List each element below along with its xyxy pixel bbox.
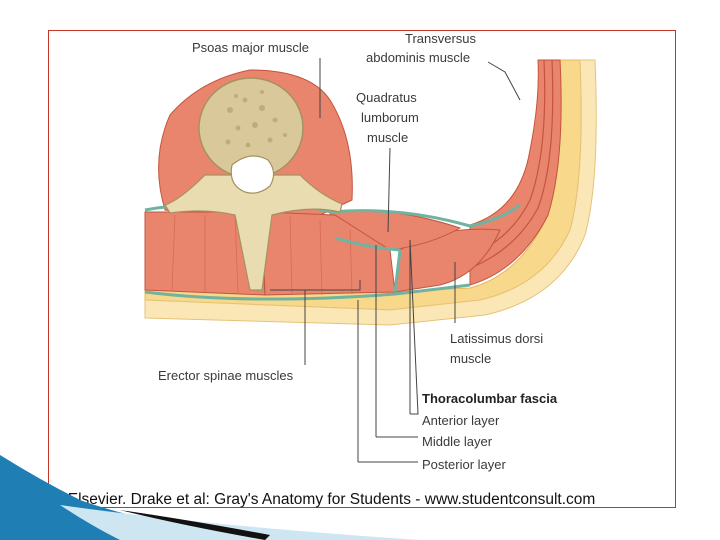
muscle-striations bbox=[171, 214, 353, 296]
blue-swoosh bbox=[0, 455, 270, 540]
quadratus-label-line-3: muscle bbox=[367, 130, 408, 145]
vertebral-arch bbox=[164, 174, 343, 291]
slide-decoration bbox=[0, 455, 420, 540]
quadratus-label-line-1: Quadratus bbox=[356, 90, 417, 105]
latissimus-label-line-1: Latissimus dorsi bbox=[450, 331, 543, 346]
thoracolumbar-fascia-label: Thoracolumbar fascia bbox=[422, 391, 558, 406]
posterior-layer-label: Posterior layer bbox=[422, 457, 506, 472]
latissimus-label-line-2: muscle bbox=[450, 351, 491, 366]
dark-swoosh bbox=[120, 510, 270, 540]
erector-spinae-right bbox=[261, 211, 396, 296]
transversus-line-2 bbox=[469, 59, 554, 269]
vertebral-foramen bbox=[230, 155, 275, 194]
leader-lines bbox=[270, 58, 521, 463]
copyright-credit: © Elsevier. Drake et al: Gray's Anatomy … bbox=[52, 491, 595, 508]
erector-spinae-label: Erector spinae muscles bbox=[158, 368, 294, 383]
anterior-layer-label: Anterior layer bbox=[422, 413, 500, 428]
trabecular-bone-texture bbox=[225, 90, 287, 148]
transversus-label-line-1: Transversus bbox=[405, 31, 477, 46]
vertebra bbox=[164, 77, 343, 291]
abdominal-wall-muscles bbox=[469, 59, 562, 286]
middle-layer-label: Middle layer bbox=[422, 434, 493, 449]
light-swoosh bbox=[60, 505, 420, 540]
psoas-label: Psoas major muscle bbox=[192, 40, 309, 55]
quadratus-label-line-2: lumborum bbox=[361, 110, 419, 125]
transversus-label-line-2: abdominis muscle bbox=[366, 50, 470, 65]
skin-layer bbox=[144, 59, 597, 326]
